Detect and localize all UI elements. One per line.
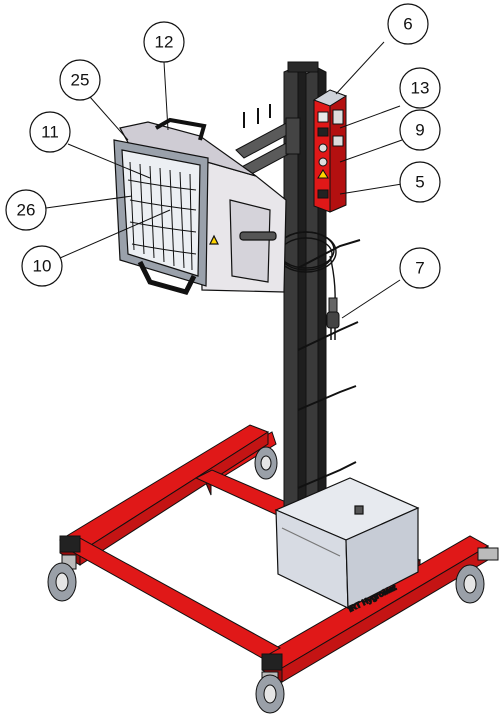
callout-label: 13: [411, 79, 430, 98]
callout-6: 6: [387, 3, 429, 45]
callout-label: 25: [71, 71, 90, 90]
lamp-housing: [113, 117, 287, 295]
callout-label: 10: [33, 257, 52, 276]
control-box: [312, 89, 348, 213]
callout-12: 12: [143, 21, 185, 63]
caster-wheels: [47, 446, 499, 714]
callout-label: 7: [415, 259, 424, 278]
callout-5: 5: [399, 161, 441, 203]
cable-hooks: [297, 239, 361, 489]
callout-label: 5: [415, 173, 424, 192]
callout-13: 13: [399, 67, 441, 109]
callout-26: 26: [5, 189, 47, 231]
lamp-arm: [235, 104, 301, 179]
caster-wheel-right: [455, 547, 499, 604]
callout-label: 9: [415, 121, 424, 140]
caster-wheel-front: [255, 671, 285, 714]
power-plug: [326, 297, 340, 340]
rail-end-caps: [59, 535, 283, 671]
callout-label: 6: [403, 15, 412, 34]
callout-9: 9: [399, 109, 441, 151]
mast: [283, 61, 327, 513]
callout-label: 11: [41, 123, 59, 142]
lamp-grille: [127, 161, 197, 271]
caster-wheel-left: [47, 554, 77, 602]
callout-7: 7: [399, 247, 441, 289]
callout-label: 26: [17, 201, 36, 220]
caster-wheel-back: [254, 446, 278, 480]
callout-label: 12: [155, 33, 174, 52]
callout-leaders: [45, 41, 403, 319]
callout-11: 11: [29, 111, 71, 153]
callout-10: 10: [21, 245, 63, 287]
callout-25: 25: [59, 59, 101, 101]
